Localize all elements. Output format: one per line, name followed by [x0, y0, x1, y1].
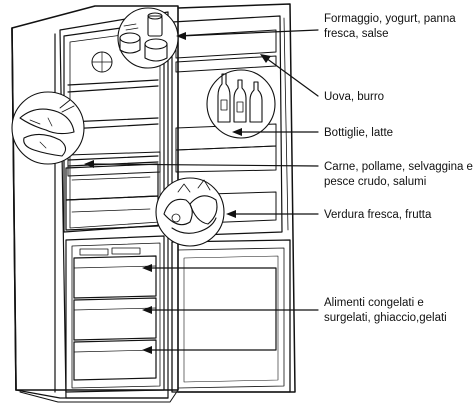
pointer-frozen	[147, 267, 319, 351]
door-bin-eggs	[175, 55, 277, 73]
label-frozen: Alimenti congelati e surgelati, ghiaccio…	[324, 296, 447, 326]
door-bin-middle	[175, 145, 277, 173]
label-frozen-line1: Alimenti congelati e	[324, 297, 424, 309]
freezer-drawer-1	[73, 255, 157, 299]
label-bottles: Bottiglie, latte	[324, 127, 394, 139]
meat-drawer	[67, 151, 161, 177]
label-vegetables: Verdura fresca, frutta	[324, 209, 432, 221]
pointer-lines	[84, 29, 319, 354]
label-cheese: Formaggio, yogurt, panna fresca, salse	[324, 12, 456, 42]
label-meat-line1: Carne, pollame, selvaggina e	[324, 161, 473, 173]
crisper-top	[65, 163, 159, 201]
freezer-drawer-2	[73, 297, 157, 341]
pointer-meat	[89, 163, 319, 167]
label-frozen-line2: surgelati, ghiaccio,gelati	[324, 312, 447, 324]
bottles-icon	[206, 69, 276, 139]
shelf-1	[67, 79, 159, 93]
crisper-bottom	[65, 195, 159, 231]
ice-tray	[79, 248, 109, 256]
label-cheese-line1: Formaggio, yogurt, panna	[324, 13, 456, 25]
label-cheese-line2: fresca, salse	[324, 28, 389, 40]
label-eggs: Uova, burro	[324, 91, 385, 103]
vegetables-icon	[155, 177, 225, 247]
pointer-eggs	[265, 57, 319, 97]
label-meat: Carne, pollame, selvaggina e pesce crudo…	[324, 160, 473, 190]
freezer-door	[171, 239, 291, 393]
label-meat-line2: pesce crudo, salumi	[324, 176, 427, 188]
freezer-drawer-3	[73, 339, 157, 381]
pointer-cheese	[179, 29, 319, 37]
door-bin-dairy	[175, 29, 277, 59]
seafood-icon	[11, 91, 85, 165]
freezer-section	[65, 235, 165, 393]
cheese-jars-icon	[117, 7, 179, 69]
